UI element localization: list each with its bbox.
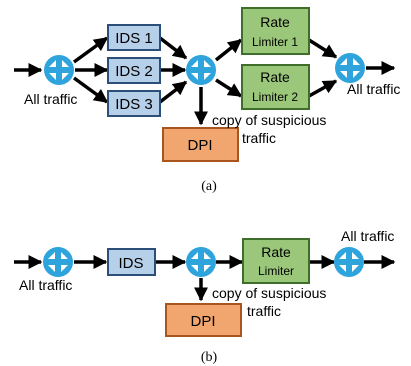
diagram-a-links <box>14 36 396 126</box>
copy-label: copy of suspicious <box>212 285 326 301</box>
rate-limiter: Rate Limiter <box>242 238 310 284</box>
copy-label: copy of suspicious <box>212 112 326 128</box>
rate-limiter-label: Rate <box>261 244 291 260</box>
input-traffic-label: All traffic <box>19 277 72 293</box>
dpi-box: DPI <box>162 127 239 162</box>
output-traffic-label: All traffic <box>341 228 394 244</box>
rate-limiter-sublabel: Limiter 1 <box>252 35 298 49</box>
copy-label-2: traffic <box>242 130 276 146</box>
ids-box-2: IDS 2 <box>107 57 161 84</box>
ids-box: IDS <box>107 248 156 276</box>
rate-limiter-sublabel: Limiter <box>258 264 294 278</box>
ids-box-3: IDS 3 <box>107 90 161 117</box>
output-traffic-label: All traffic <box>347 81 400 97</box>
router-icon <box>44 55 74 85</box>
rate-limiter-1: Rate Limiter 1 <box>241 7 310 55</box>
ids-label: IDS 1 <box>115 30 153 47</box>
ids-box-1: IDS 1 <box>107 24 161 51</box>
dpi-label: DPI <box>187 137 212 154</box>
diagram-b: IDS Rate Limiter DPI All traffic All tra… <box>14 228 396 365</box>
rate-limiter-2: Rate Limiter 2 <box>241 64 310 110</box>
diagram-a: IDS 1 IDS 2 IDS 3 Rate Limiter 1 Rate Li… <box>14 7 400 194</box>
ids-label: IDS <box>118 255 143 272</box>
ids-label: IDS 2 <box>115 63 153 80</box>
router-icon <box>186 55 216 85</box>
copy-label-2: traffic <box>247 303 281 319</box>
ids-label: IDS 3 <box>115 96 153 113</box>
caption-a: (a) <box>201 179 217 194</box>
caption-b: (b) <box>201 350 218 365</box>
rate-limiter-label: Rate <box>260 14 290 30</box>
rate-limiter-sublabel: Limiter 2 <box>252 90 298 104</box>
rate-limiter-label: Rate <box>260 69 290 85</box>
router-icon <box>186 247 216 277</box>
dpi-box: DPI <box>165 303 242 337</box>
diagram-b-links <box>14 255 396 302</box>
router-icon <box>334 247 364 277</box>
router-icon <box>335 53 365 83</box>
dpi-label: DPI <box>190 313 215 330</box>
input-traffic-label: All traffic <box>24 91 77 107</box>
router-icon <box>43 247 73 277</box>
